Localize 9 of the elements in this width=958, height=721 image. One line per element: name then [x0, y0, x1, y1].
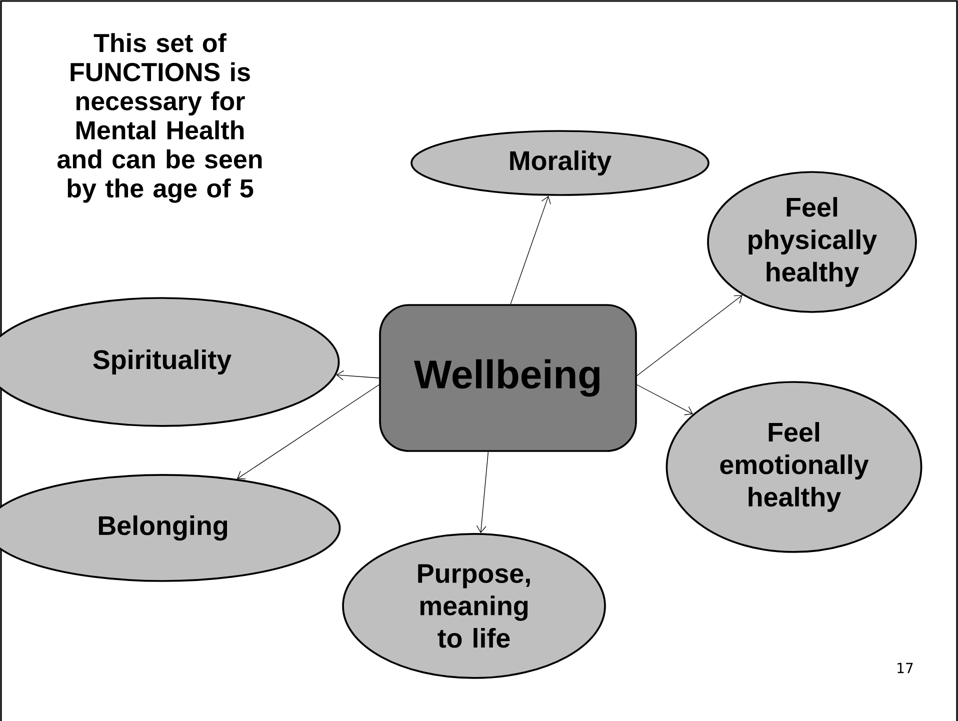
page-number: 17 [898, 662, 913, 674]
arrow [236, 384, 380, 480]
rounded-box: Wellbeing [379, 304, 637, 452]
arrow [510, 196, 551, 304]
title-text: This set of FUNCTIONS is necessary for Mental Health and can be seen by the age of 5 [57, 33, 262, 203]
arrow [336, 370, 380, 380]
arrow [636, 384, 693, 416]
arrow [636, 295, 742, 376]
arrow [476, 452, 489, 534]
